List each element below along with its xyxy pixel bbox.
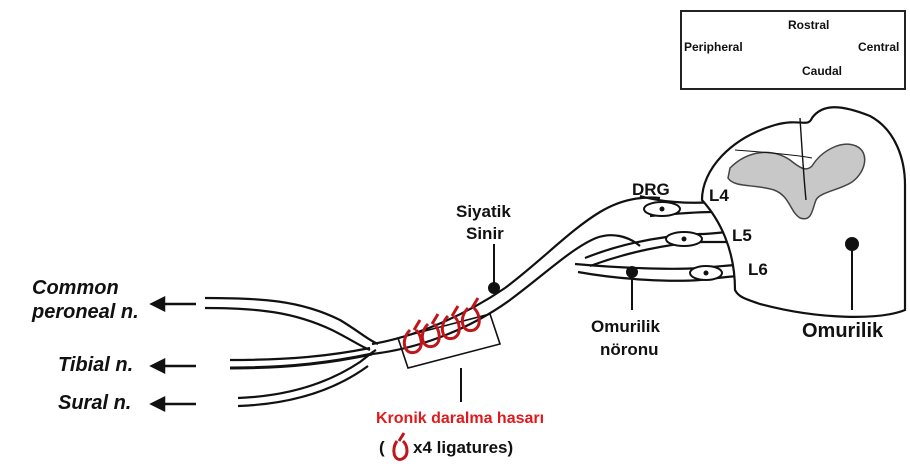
central-label: Central xyxy=(858,40,899,54)
rostral-label: Rostral xyxy=(788,18,829,32)
tibial-label: Tibial n. xyxy=(58,354,133,377)
injury-label: Kronik daralma hasarı xyxy=(376,410,544,428)
common-peroneal-branch xyxy=(205,298,378,344)
injury-box xyxy=(398,314,500,368)
siyatik-label-2: Sinir xyxy=(466,224,504,244)
ligature-site xyxy=(394,298,500,459)
common-peroneal-label-2: peroneal n. xyxy=(32,301,139,324)
omurilik-noronu-label-1: Omurilik xyxy=(591,317,660,337)
l6-label: L6 xyxy=(748,260,768,280)
l5-label: L5 xyxy=(732,226,752,246)
caudal-label: Caudal xyxy=(802,64,842,78)
sural-label: Sural n. xyxy=(58,392,131,415)
common-peroneal-label-1: Common xyxy=(32,277,119,300)
ligature-open-paren: ( xyxy=(379,438,385,458)
omurilik-pointer-dot xyxy=(846,238,858,250)
omurilik-label: Omurilik xyxy=(802,320,883,343)
peripheral-label: Peripheral xyxy=(684,40,743,54)
drg-label: DRG xyxy=(632,180,670,200)
spinal-cord xyxy=(702,107,905,317)
omurilik-noronu-label-2: nöronu xyxy=(600,340,659,360)
noron-pointer-dot xyxy=(627,267,637,277)
siyatik-label-1: Siyatik xyxy=(456,202,511,222)
siyatik-pointer-dot xyxy=(489,283,499,293)
branch-arrows xyxy=(152,298,196,410)
l4-label: L4 xyxy=(709,186,729,206)
ligature-icon xyxy=(394,433,407,459)
ligature-count-label: x4 ligatures) xyxy=(413,438,513,458)
